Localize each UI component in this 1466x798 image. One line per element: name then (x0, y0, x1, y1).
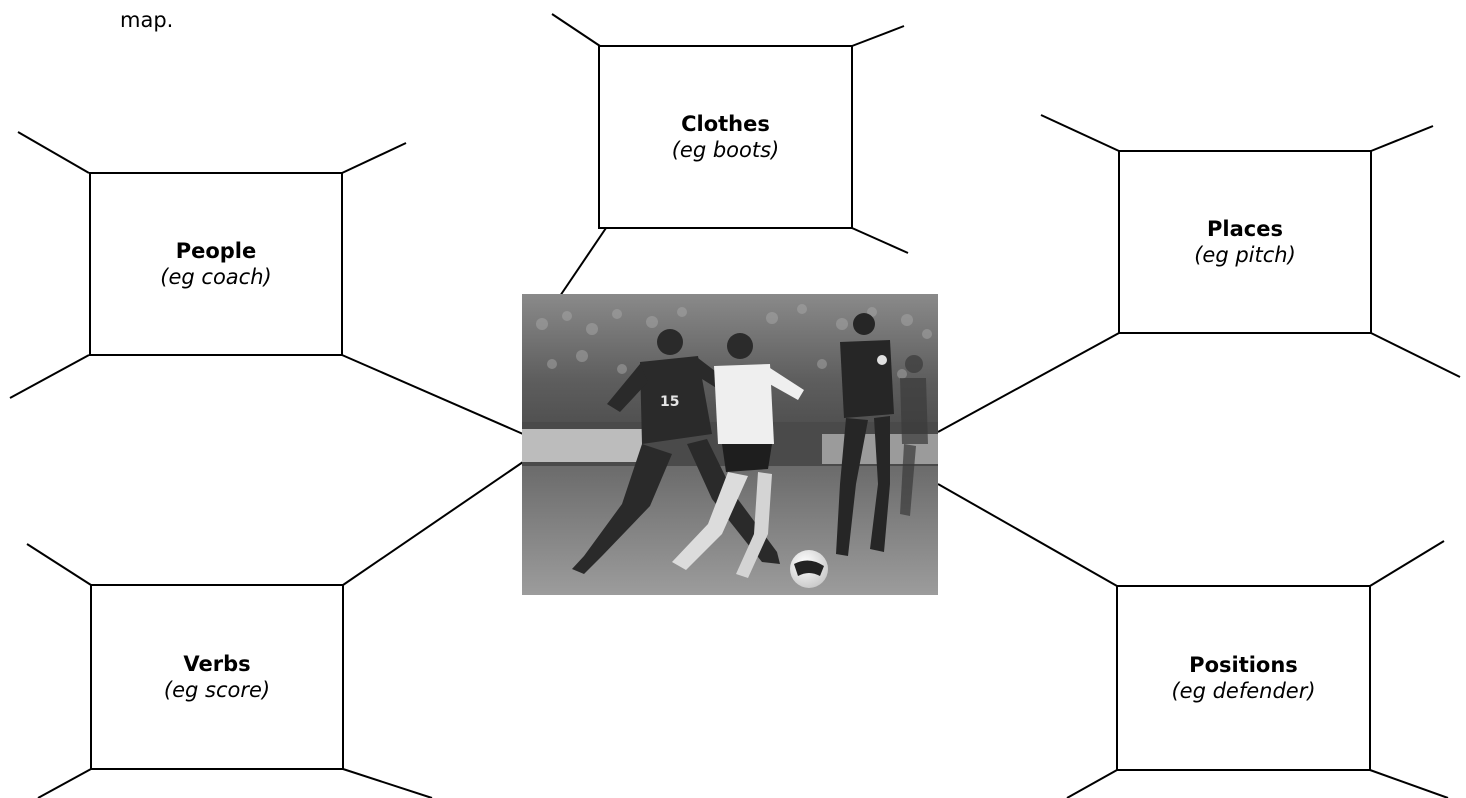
people-box: People (eg coach) (89, 172, 343, 356)
intro-text: map. (120, 8, 174, 32)
clothes-line-top-left (551, 13, 601, 47)
places-example: (eg pitch) (1194, 243, 1296, 267)
places-title: Places (1207, 217, 1283, 241)
verbs-line-top-left (26, 543, 92, 586)
verbs-link-to-photo (342, 461, 524, 586)
positions-line-top-right (1369, 540, 1445, 587)
people-title: People (175, 239, 257, 263)
positions-title: Positions (1189, 653, 1298, 677)
places-line-top-left (1040, 114, 1120, 152)
places-line-top-right (1370, 125, 1434, 152)
people-example: (eg coach) (160, 265, 272, 289)
positions-link-to-photo (937, 483, 1118, 587)
places-box: Places (eg pitch) (1118, 150, 1372, 334)
people-line-bottom-left (9, 354, 90, 399)
verbs-title: Verbs (183, 652, 251, 676)
football-photo: 15 (522, 294, 938, 595)
positions-line-bottom-left (1066, 769, 1118, 798)
positions-line-bottom-right (1369, 769, 1449, 798)
places-link-to-photo (937, 332, 1120, 433)
verbs-box: Verbs (eg score) (90, 584, 344, 770)
people-link-to-photo (341, 354, 524, 435)
places-line-bottom-right (1370, 332, 1461, 378)
football-match-image: 15 (522, 294, 938, 595)
people-line-top-right (341, 142, 407, 174)
verbs-example: (eg score) (163, 678, 271, 702)
positions-box: Positions (eg defender) (1116, 585, 1371, 771)
shirt-number: 15 (660, 394, 679, 410)
verbs-line-bottom-left (37, 768, 92, 798)
positions-example: (eg defender) (1171, 679, 1316, 703)
people-line-top-left (17, 131, 90, 174)
clothes-line-bottom-right (851, 227, 909, 254)
verbs-line-bottom-right (342, 768, 433, 798)
clothes-box: Clothes (eg boots) (598, 45, 853, 229)
clothes-link-to-photo (559, 227, 607, 297)
clothes-title: Clothes (681, 112, 770, 136)
clothes-line-top-right (851, 25, 905, 47)
clothes-example: (eg boots) (671, 138, 780, 162)
